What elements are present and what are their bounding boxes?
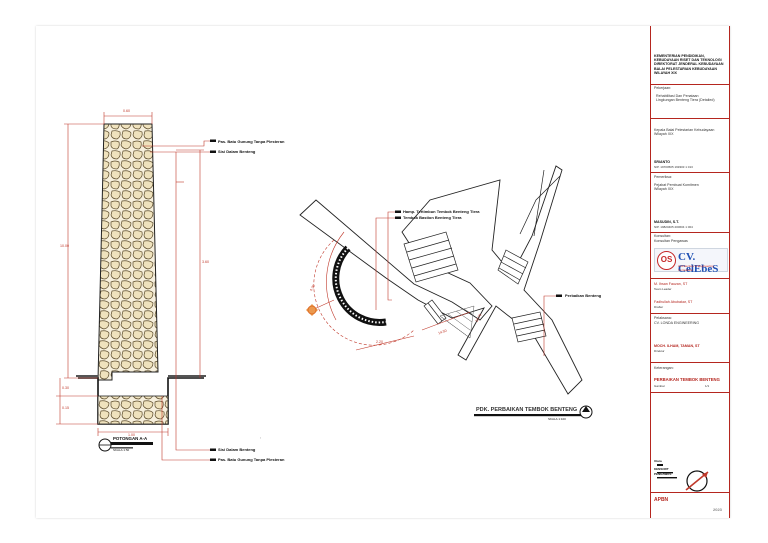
plan-dimensions: [311, 211, 556, 356]
consultant-logo-mark: OS: [657, 251, 676, 270]
plan-title-mark: [474, 405, 593, 419]
pekerjaan-value: Rehabilitasi Dan Penataan Lingkungan Ben…: [656, 94, 715, 103]
kepala-name: SRIANTO: [654, 160, 671, 164]
callout-bottom-1: Sisi Dalam Benteng: [218, 447, 256, 452]
plan-dim-2: 2.20: [376, 340, 383, 344]
consultant-logo: OS CV. CelEbeS Architecture & Engineerin…: [654, 248, 728, 275]
plan-label-2: Tembok Bastion Benteng Tiera: [403, 215, 462, 220]
pemeriksa-label: Pemeriksa:: [654, 175, 672, 179]
plan-label-1: Hamp. Tertimbun Tembok Benteng Tiera: [403, 209, 480, 214]
pekerjaan-label: Pekerjaan:: [654, 86, 672, 90]
divider: [651, 84, 729, 85]
pemeriksa-name: MASUDIN, S.T.: [654, 220, 679, 224]
consultant-logo-name: CV. CelEbeS: [678, 251, 719, 275]
pemeriksa-nip: NIP. 19820405 200604 1 004: [654, 225, 693, 229]
footer-right: 2023: [713, 507, 722, 512]
base-dimension-label-2: 0.15: [62, 406, 69, 410]
divider: [651, 172, 729, 173]
plan-label-3: Perbaikan Benteng: [565, 293, 602, 298]
pelaksana-name: MOCH. ILHAM, TAMAN, ST: [654, 344, 700, 348]
konsultan-label: Konsultan:: [654, 234, 671, 238]
section-symbol: [98, 438, 153, 452]
pelaksana-label: Pelaksana:: [654, 316, 672, 320]
keterangan-label: Keterangan:: [654, 366, 674, 370]
org-name: KEMENTERIAN PENDIDIKAN, KEBUDAYAAN RISET…: [654, 54, 724, 75]
wall-dimension-lines: [56, 112, 204, 436]
divider: [651, 392, 729, 393]
height-dimension-label: 10.00: [60, 244, 69, 248]
konsultan-value: Konsultan Pengawas: [654, 239, 688, 243]
plan-stairs: [403, 231, 547, 343]
divider: [651, 313, 729, 314]
team-1-name: M. Ihsan Fauzan, ST: [654, 282, 688, 286]
plan-marker: [306, 304, 318, 316]
width-dimension-label: 0.60: [123, 109, 130, 113]
base-dimension-label-1: 0.30: [62, 386, 69, 390]
north-note-2: PENGAWAS: [654, 472, 672, 476]
drawing-subtitle: Gambar: [654, 384, 665, 388]
team-1-role: Team Leader: [654, 287, 672, 291]
callout-top-2: Sisi Dalam Benteng: [218, 149, 256, 154]
kepala-nip: NIP. 19700505 199303 1 013: [654, 165, 693, 169]
divider: [651, 362, 729, 363]
plan-platform: [439, 305, 475, 339]
divider: [651, 118, 729, 119]
fort-plan: [299, 165, 583, 395]
pelaksana-role: Direktur: [654, 349, 665, 353]
north-label: Utara: [654, 459, 662, 463]
plan-scale: SKALA 1:100: [548, 417, 566, 421]
plan-title: PDK. PERBAIKAN TEMBOK BENTENG: [476, 407, 578, 413]
divider: [651, 278, 729, 279]
pemeriksa-title: Pejabat Pembuat Komitmen Wilayah XIX: [654, 183, 699, 192]
team-2-role: Drafter: [654, 305, 664, 309]
footer-left: APBN: [654, 497, 669, 503]
section-scale: SKALA 1:50: [113, 447, 130, 452]
divider: [651, 492, 729, 493]
stray-annotation: ,: [260, 434, 262, 439]
north-note-1: KENSORT: [654, 467, 669, 471]
pelaksana-value: CV. LONDA ENGINEERING: [654, 321, 699, 325]
drawing-title: PERBAIKAN TEMBOK BENTENG: [654, 377, 720, 382]
callout-top-1: Pas. Batu Gunung Tanpa Plesteran: [218, 139, 285, 144]
divider: [651, 232, 729, 233]
callout-bottom-2: Pas. Batu Gunung Tanpa Plesteran: [218, 457, 285, 462]
kepala-title: Kepala Balai Pelestarian Kebudayaan Wila…: [654, 128, 715, 137]
wall-section: [76, 123, 206, 425]
team-2-name: Fadhullah Abubakar, ST: [654, 300, 693, 304]
drawing-page: 1/1: [705, 384, 710, 388]
title-block: KEMENTERIAN PENDIDIKAN, KEBUDAYAAN RISET…: [650, 26, 730, 518]
consultant-logo-tagline: Architecture & Engineering Consultant: [678, 264, 714, 272]
section-title: POTONGAN A-A: [113, 436, 148, 441]
base-width-label: 1.00: [128, 433, 135, 437]
north-arrow-icon: [657, 464, 709, 492]
wall-callouts: [142, 140, 214, 461]
right-dimension-label: 3.60: [202, 260, 209, 264]
bastion-arc: [313, 239, 415, 346]
